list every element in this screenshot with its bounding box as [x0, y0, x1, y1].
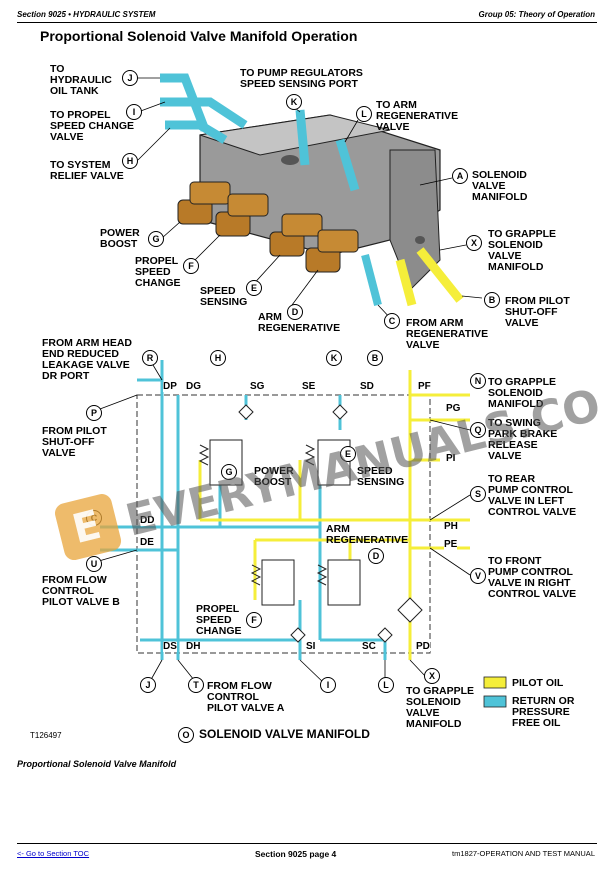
label-to-hydraulic-oil-tank: TO HYDRAULIC OIL TANK — [50, 63, 112, 97]
port-dd: DD — [140, 515, 155, 526]
go-to-section-toc-link[interactable]: <- Go to Section TOC — [17, 849, 90, 858]
header-section: Section 9025 • HYDRAULIC SYSTEM — [17, 10, 156, 19]
port-sg: SG — [250, 381, 265, 392]
label-arm-regenerative: ARM REGENERATIVE — [258, 311, 341, 334]
callout-l: L — [356, 106, 372, 122]
legend-return-oil: RETURN OR PRESSURE FREE OIL — [512, 695, 575, 729]
callout-c: C — [384, 313, 400, 329]
callout-b-schematic: B — [367, 350, 383, 366]
label-to-front-pump-control: TO FRONT PUMP CONTROL VALVE IN RIGHT CON… — [488, 555, 577, 600]
label-to-swing-park-brake: TO SWING PARK BRAKE RELEASE VALVE — [488, 417, 558, 462]
label-to-propel-speed-change-valve: TO PROPEL SPEED CHANGE VALVE — [50, 109, 135, 143]
callout-j: J — [122, 70, 138, 86]
callout-g: G — [148, 231, 164, 247]
label-from-pilot-shut-off-valve-p: FROM PILOT SHUT-OFF VALVE — [42, 425, 107, 459]
port-sc: SC — [362, 641, 376, 652]
callout-v: V — [470, 568, 486, 584]
label-to-grapple-solenoid-valve-manifold-bottom: TO GRAPPLE SOLENOID VALVE MANIFOLD — [406, 685, 475, 730]
callout-t: T — [188, 677, 204, 693]
port-pd: PD — [416, 641, 430, 652]
callout-x: X — [466, 235, 482, 251]
figure-id: T126497 — [30, 731, 62, 740]
port-se: SE — [302, 381, 316, 392]
label-from-arm-regenerative-valve: FROM ARM REGENERATIVE VALVE — [406, 317, 489, 351]
port-dh: DH — [186, 641, 201, 652]
label-to-rear-pump-control: TO REAR PUMP CONTROL VALVE IN LEFT CONTR… — [488, 473, 577, 518]
callout-j-schematic: J — [140, 677, 156, 693]
callout-d: D — [287, 304, 303, 320]
callout-n: N — [470, 373, 486, 389]
manifold-illustration — [160, 73, 464, 307]
port-si: SI — [306, 641, 316, 652]
label-propel-speed-change-schematic: PROPEL SPEED CHANGE — [196, 603, 242, 637]
header-rule — [17, 22, 597, 23]
manifold-caption: SOLENOID VALVE MANIFOLD — [199, 727, 370, 741]
port-dp: DP — [163, 381, 177, 392]
callout-f: F — [183, 258, 199, 274]
port-sd: SD — [360, 381, 374, 392]
callout-c-schematic: C — [86, 510, 102, 526]
label-propel-speed-change: PROPEL SPEED CHANGE — [135, 255, 181, 289]
callout-u: U — [86, 556, 102, 572]
callout-p: P — [86, 405, 102, 421]
footer-page: Section 9025 page 4 — [255, 849, 337, 859]
legend-pilot-oil: PILOT OIL — [512, 677, 564, 689]
label-from-pilot-shut-off-valve: FROM PILOT SHUT-OFF VALVE — [505, 295, 570, 329]
label-to-arm-regenerative-valve: TO ARM REGENERATIVE VALVE — [376, 99, 459, 133]
label-solenoid-valve-manifold: SOLENOID VALVE MANIFOLD — [472, 169, 528, 203]
callout-f-schematic: F — [246, 612, 262, 628]
port-pf: PF — [418, 381, 431, 392]
callout-x-schematic: X — [424, 668, 440, 684]
callout-i: I — [126, 104, 142, 120]
port-dg: DG — [186, 381, 201, 392]
callout-e: E — [246, 280, 262, 296]
label-speed-sensing: SPEED SENSING — [200, 285, 248, 308]
callout-k: K — [286, 94, 302, 110]
footer-rule — [17, 843, 597, 844]
label-to-system-relief-valve: TO SYSTEM RELIEF VALVE — [50, 159, 124, 182]
callout-q: Q — [470, 422, 486, 438]
callout-b: B — [484, 292, 500, 308]
label-from-arm-head-end: FROM ARM HEAD END REDUCED LEAKAGE VALVE … — [42, 337, 133, 382]
port-pg: PG — [446, 403, 461, 414]
callout-o: O — [178, 727, 194, 743]
callout-l-schematic: L — [378, 677, 394, 693]
callout-k-schematic: K — [326, 350, 342, 366]
port-de: DE — [140, 537, 154, 548]
callout-d-schematic: D — [368, 548, 384, 564]
label-arm-regenerative-schematic: ARM REGENERATIVE — [326, 523, 409, 546]
page-title: Proportional Solenoid Valve Manifold Ope… — [40, 28, 358, 44]
port-pe: PE — [444, 539, 458, 550]
callout-r: R — [142, 350, 158, 366]
port-ds: DS — [163, 641, 177, 652]
return-lines — [100, 360, 387, 660]
callout-g-schematic: G — [221, 464, 237, 480]
label-to-pump-regulators: TO PUMP REGULATORS SPEED SENSING PORT — [240, 67, 363, 90]
callout-h: H — [122, 153, 138, 169]
callout-a: A — [452, 168, 468, 184]
label-power-boost-schematic: POWER BOOST — [254, 465, 294, 488]
callout-i-schematic: I — [320, 677, 336, 693]
label-from-flow-control-pilot-valve-b: FROM FLOW CONTROL PILOT VALVE B — [42, 574, 120, 608]
footer-manual: tm1827-OPERATION AND TEST MANUAL — [452, 849, 595, 858]
header-group: Group 05: Theory of Operation — [478, 10, 595, 19]
label-to-grapple-solenoid-manifold: TO GRAPPLE SOLENOID MANIFOLD — [488, 376, 557, 410]
callout-e-schematic: E — [340, 446, 356, 462]
label-from-flow-control-pilot-valve-a: FROM FLOW CONTROL PILOT VALVE A — [207, 680, 285, 714]
figure-caption: Proportional Solenoid Valve Manifold — [17, 759, 177, 769]
callout-h-schematic: H — [210, 350, 226, 366]
label-to-grapple-solenoid-valve-manifold: TO GRAPPLE SOLENOID VALVE MANIFOLD — [488, 228, 557, 273]
port-pi: PI — [446, 453, 456, 464]
label-power-boost: POWER BOOST — [100, 227, 140, 250]
port-ph: PH — [444, 521, 458, 532]
callout-s: S — [470, 486, 486, 502]
label-speed-sensing-schematic: SPEED SENSING — [357, 465, 405, 488]
